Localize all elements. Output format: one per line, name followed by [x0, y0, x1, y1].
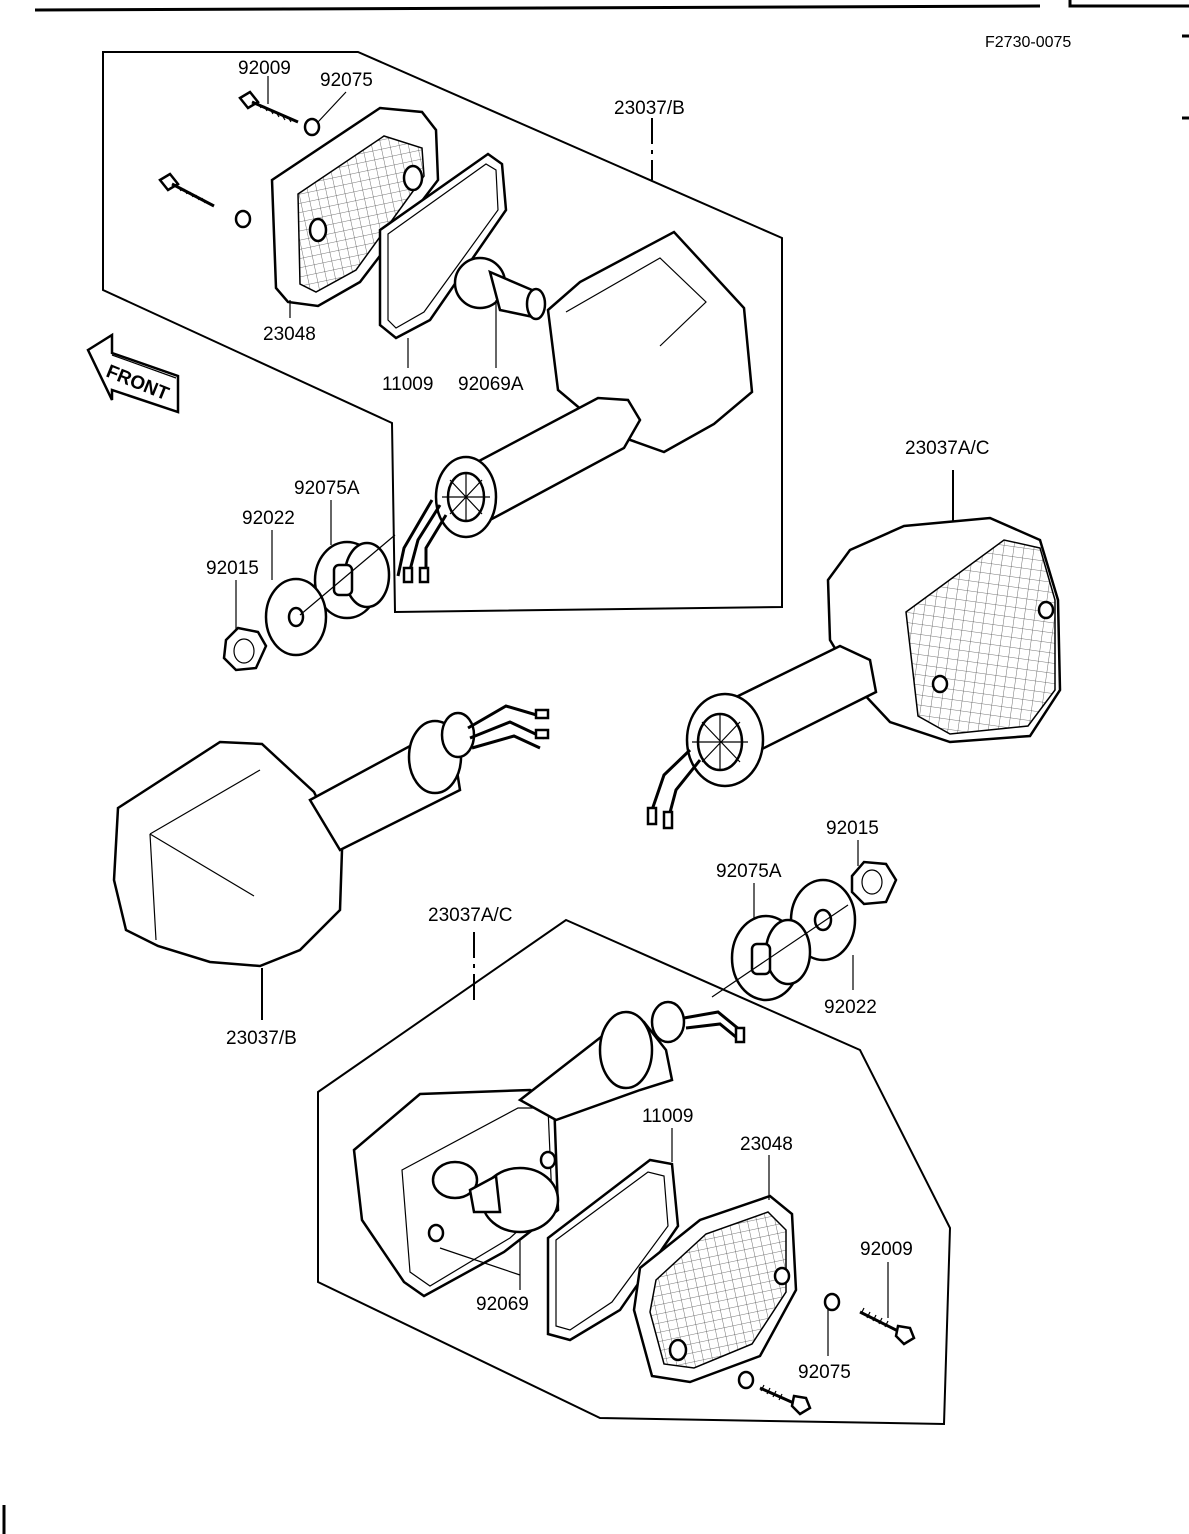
- right-turn-signal: [646, 516, 1062, 830]
- callout-label: 92009: [860, 1239, 913, 1260]
- bottom-turn-signal-housing: [352, 1000, 746, 1298]
- grommet-icon: [313, 540, 391, 620]
- turn-signal-housing: [396, 230, 754, 584]
- bulb-icon: [453, 256, 547, 321]
- grommet-icon: [730, 914, 812, 1002]
- callout-label: 92022: [242, 508, 295, 529]
- callout-label: 23037A/C: [905, 438, 990, 459]
- washer-icon: [303, 117, 321, 137]
- screw-icon: [759, 1384, 812, 1416]
- washer-hole-icon: [813, 908, 833, 932]
- washer-icon: [823, 1292, 841, 1312]
- lens-icon: [270, 106, 440, 308]
- callout-label: 11009: [382, 374, 433, 395]
- lens-icon: [632, 1194, 798, 1384]
- callout-label: 92075: [798, 1362, 851, 1383]
- screw-icon: [238, 90, 299, 124]
- callout-label: 23037/B: [614, 98, 685, 119]
- front-arrow-icon: FRONT: [86, 332, 180, 414]
- callout-label: 92069A: [458, 374, 524, 395]
- screw-icon: [859, 1307, 916, 1346]
- callout-label: 23048: [263, 324, 316, 345]
- washer-hole-icon: [287, 606, 305, 628]
- callout-label: 23037A/C: [428, 905, 513, 926]
- nut-icon: [222, 626, 268, 672]
- callout-label: 92069: [476, 1294, 529, 1315]
- callout-label: 23037/B: [226, 1028, 297, 1049]
- axis-line: [711, 904, 849, 998]
- callout-label: 92075A: [294, 478, 360, 499]
- callout-label: 23048: [740, 1134, 793, 1155]
- callout-label: 11009: [642, 1106, 693, 1127]
- nut-icon: [850, 860, 898, 906]
- screw-icon: [158, 172, 215, 208]
- leader-lines: [235, 76, 889, 1356]
- bulb-icon: [468, 1166, 560, 1234]
- washer-icon: [234, 209, 252, 229]
- left-turn-signal: [112, 704, 550, 968]
- axis-line: [299, 534, 396, 616]
- washer-icon: [737, 1370, 755, 1390]
- top-left-assembly-boundary: [102, 51, 783, 614]
- callout-label: 92015: [206, 558, 259, 579]
- callout-label: 92075A: [716, 861, 782, 882]
- callout-label: 92075: [320, 70, 373, 91]
- callout-label: 92022: [824, 997, 877, 1018]
- diagram-code: F2730-0075: [985, 34, 1071, 51]
- bottom-assembly-boundary: [317, 918, 952, 1426]
- callout-label: 92015: [826, 818, 879, 839]
- callout-label: 92009: [238, 58, 291, 79]
